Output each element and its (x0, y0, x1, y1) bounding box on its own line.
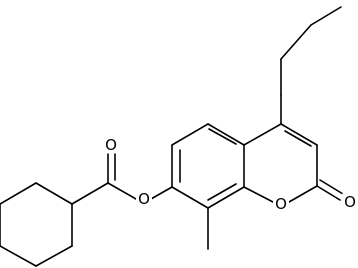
bond-c2-carbonyl (316, 185, 341, 201)
atom-bg-lactone-carbonyl (342, 193, 358, 211)
bond-c4-c4a (243, 123, 282, 146)
atom-bg-ring-oxygen (273, 195, 289, 213)
atom-bg-ester-carbonyl (103, 135, 119, 153)
bond-c8-c8a (207, 186, 245, 209)
bond-lines (0, 6, 344, 267)
bond-c2-o1 (288, 185, 318, 203)
bond-c4-c3-double (284, 130, 312, 147)
atom-label-ring-oxygen: O (275, 195, 287, 213)
bond-cyhex-5 (0, 182, 37, 205)
bond-c8-c8a-double (207, 183, 237, 201)
bond-cyhex-2 (35, 245, 73, 267)
atom-label-ester-oxygen: O (138, 190, 150, 208)
bond-carbonyl-cyclohexyl (71, 182, 109, 205)
bond-butyl-2 (280, 24, 312, 60)
bond-oxygen-carbonyl (107, 182, 137, 200)
bond-c4a-c5 (207, 123, 245, 146)
bond-o1-c8a (243, 186, 274, 203)
atom-labels: O O O O (103, 135, 358, 213)
bond-cyhex-6 (35, 182, 73, 205)
atom-label-ester-carbonyl-oxygen: O (105, 136, 117, 154)
atom-bg-ester-oxygen (136, 190, 152, 208)
bond-butyl-1 (310, 6, 342, 26)
bond-c5-c6 (171, 123, 209, 146)
bond-c2-carbonyl-double (319, 179, 344, 195)
bond-c4a-c5-double (208, 128, 237, 145)
bond-cyhex-3 (0, 245, 37, 267)
atom-label-lactone-carbonyl-oxygen: O (344, 193, 356, 211)
bond-c4-c3 (280, 123, 318, 146)
bond-c7-c8 (171, 186, 209, 209)
bond-c7-oxygen (150, 186, 173, 200)
